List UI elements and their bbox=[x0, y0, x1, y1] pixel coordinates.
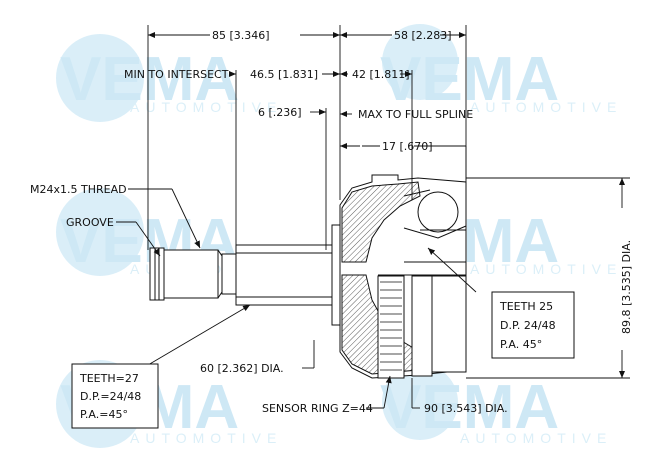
watermark-brand: VEMA bbox=[380, 373, 559, 442]
spec-box-right: TEETH 25 D.P. 24/48 P.A. 45° bbox=[491, 291, 575, 359]
sensor-ring bbox=[377, 275, 405, 379]
dim-outer-dia: 89.8 [3.535] DIA. bbox=[620, 240, 633, 334]
label-groove: GROOVE bbox=[66, 216, 114, 229]
dim-overall-left: 85 [3.346] bbox=[212, 29, 270, 42]
dim-min-intersect-label: MIN TO INTERSECT bbox=[124, 68, 229, 81]
watermark-brand: VEMA bbox=[380, 45, 559, 114]
dim-outer-offset: 17 [.670] bbox=[382, 140, 433, 153]
dim-max-spline-label: MAX TO FULL SPLINE bbox=[358, 108, 473, 121]
watermark-brand: VEMA bbox=[60, 45, 239, 114]
cv-joint-drawing bbox=[149, 174, 467, 379]
thread-end bbox=[149, 247, 165, 301]
dim-groove-offset: 6 [.236] bbox=[258, 106, 302, 119]
dimension-labels: 85 [3.346] 58 [2.283] MIN TO INTERSECT 4… bbox=[30, 29, 633, 415]
spline-shaft bbox=[235, 244, 333, 306]
watermark-sub: AUTOMOTIVE bbox=[130, 99, 282, 115]
spec-right-teeth: TEETH 25 bbox=[499, 300, 553, 313]
spec-box-left: TEETH=27 D.P.=24/48 P.A.=45° bbox=[71, 363, 159, 429]
dim-shaft-dia: 60 [2.362] DIA. bbox=[200, 362, 284, 375]
dim-max-spline: 42 [1.811] bbox=[352, 68, 410, 81]
shaft-stub bbox=[163, 249, 219, 299]
dimension-lines bbox=[116, 25, 630, 409]
dim-min-intersect: 46.5 [1.831] bbox=[250, 68, 318, 81]
watermark-sub: AUTOMOTIVE bbox=[460, 430, 612, 446]
label-thread: M24x1.5 THREAD bbox=[30, 183, 127, 196]
watermark-sub: AUTOMOTIVE bbox=[470, 261, 622, 277]
spec-left-pa: P.A.=45° bbox=[80, 408, 128, 421]
spec-right-pa: P.A. 45° bbox=[500, 338, 542, 351]
watermark-sub: AUTOMOTIVE bbox=[130, 430, 282, 446]
dim-body-dia: 90 [3.543] DIA. bbox=[424, 402, 508, 415]
spec-left-dp: D.P.=24/48 bbox=[80, 390, 141, 403]
dim-overall-right: 58 [2.283] bbox=[394, 29, 452, 42]
spec-right-dp: D.P. 24/48 bbox=[500, 319, 556, 332]
label-sensor-ring: SENSOR RING Z=44 bbox=[262, 402, 373, 415]
spec-left-teeth: TEETH=27 bbox=[79, 372, 139, 385]
watermark-sub: AUTOMOTIVE bbox=[470, 99, 622, 115]
